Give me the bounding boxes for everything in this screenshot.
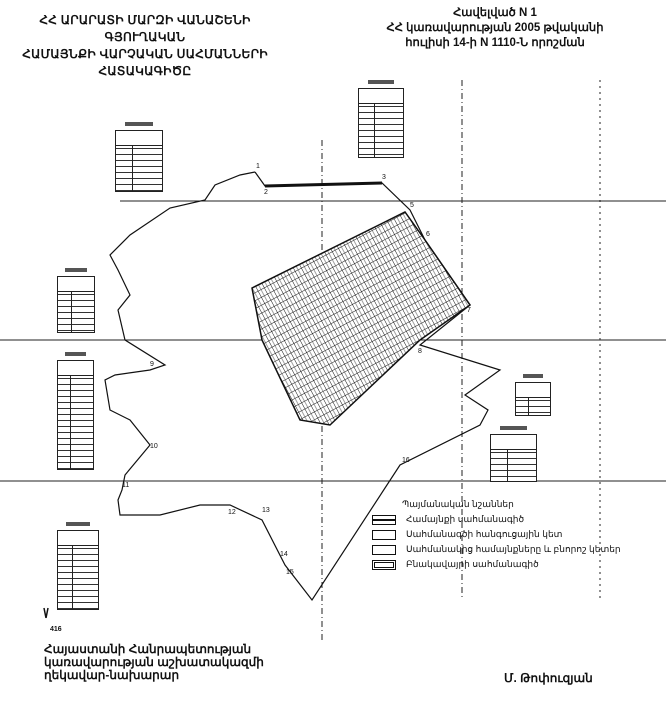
settlement-boundary-symbol (372, 559, 396, 570)
legend-item: Բնակավայրի սահմանագիծ (372, 557, 662, 572)
point-label: 6 (426, 231, 430, 238)
title-line: ՀԱՏԱԿԱԳԻԾԸ (98, 64, 192, 78)
point-label: 13 (262, 507, 270, 514)
signatory-name: Մ. Թոփուզյան (504, 671, 593, 685)
point-label: 9 (150, 361, 154, 368)
annex-reference: Հավելված N 1 ՀՀ կառավարության 2005 թվակա… (360, 6, 630, 51)
point-label: 1 (256, 163, 260, 170)
map-legend: Պայմանական նշաններ Համայնքի սահմանագիծ Ս… (372, 496, 662, 572)
neighbor-coordinate-table (115, 122, 163, 192)
point-label: 5 (410, 202, 414, 209)
settlement-area (251, 211, 472, 426)
neighbor-coordinate-table (57, 352, 94, 470)
annex-line: հուլիսի 14-ի N 1110-Ն որոշման (405, 37, 585, 49)
legend-item: Սահմանակից համայնքները և բնորոշ կետեր (372, 542, 662, 557)
point-label: 8 (418, 348, 422, 355)
legend-item: Համայնքի սահմանագիծ (372, 512, 662, 527)
node-point-symbol (372, 529, 396, 540)
document-title: ՀՀ ԱՐԱՐԱՏԻ ՄԱՐԶԻ ՎԱՆԱՇԵՆԻ ԳՅՈՒՂԱԿԱՆ ՀԱՄԱ… (20, 12, 270, 80)
point-label: 10 (150, 443, 158, 450)
title-line: ՀԱՄԱՅՆՔԻ ՎԱՐՉԱԿԱՆ ՍԱՀՄԱՆՆԵՐԻ (22, 47, 268, 61)
legend-label: Սահմանագծի հանգուցային կետ (406, 529, 563, 539)
page-number: 416 (50, 626, 62, 633)
point-label: 3 (382, 174, 386, 181)
point-label: 12 (228, 509, 236, 516)
position-line: ղեկավար-նախարար (44, 668, 180, 682)
point-label: 11 (122, 482, 129, 489)
legend-label: Բնակավայրի սահմանագիծ (406, 559, 539, 569)
neighbor-coordinate-table (57, 522, 99, 610)
point-label: 16 (402, 457, 410, 464)
legend-label: Համայնքի սահմանագիծ (406, 514, 525, 524)
point-label: 15 (286, 569, 294, 576)
annex-line: Հավելված N 1 (453, 7, 537, 19)
point-label: 14 (280, 551, 288, 558)
neighbor-coordinate-table (490, 426, 537, 482)
position-line: կառավարության աշխատակազմի (44, 655, 264, 669)
community-boundary (104, 171, 502, 602)
north-arrow-icon (43, 607, 49, 619)
legend-item: Սահմանագծի հանգուցային կետ (372, 527, 662, 542)
neighbor-point-symbol (372, 544, 396, 555)
legend-title: Պայմանական նշաններ (402, 499, 514, 509)
annex-line: ՀՀ կառավարության 2005 թվականի (386, 22, 604, 34)
boundary-line-symbol (372, 514, 396, 525)
title-line: ՀՀ ԱՐԱՐԱՏԻ ՄԱՐԶԻ ՎԱՆԱՇԵՆԻ ԳՅՈՒՂԱԿԱՆ (39, 13, 251, 44)
neighbor-coordinate-table (515, 374, 551, 416)
signatory-position: Հայաստանի Հանրապետության կառավարության ա… (44, 643, 264, 682)
neighbor-coordinate-table (358, 80, 404, 158)
position-line: Հայաստանի Հանրապետության (44, 642, 252, 656)
legend-label: Սահմանակից համայնքները և բնորոշ կետեր (406, 544, 621, 554)
point-label: 7 (467, 307, 471, 314)
point-label: 2 (264, 189, 268, 196)
neighbor-coordinate-table (57, 268, 95, 333)
